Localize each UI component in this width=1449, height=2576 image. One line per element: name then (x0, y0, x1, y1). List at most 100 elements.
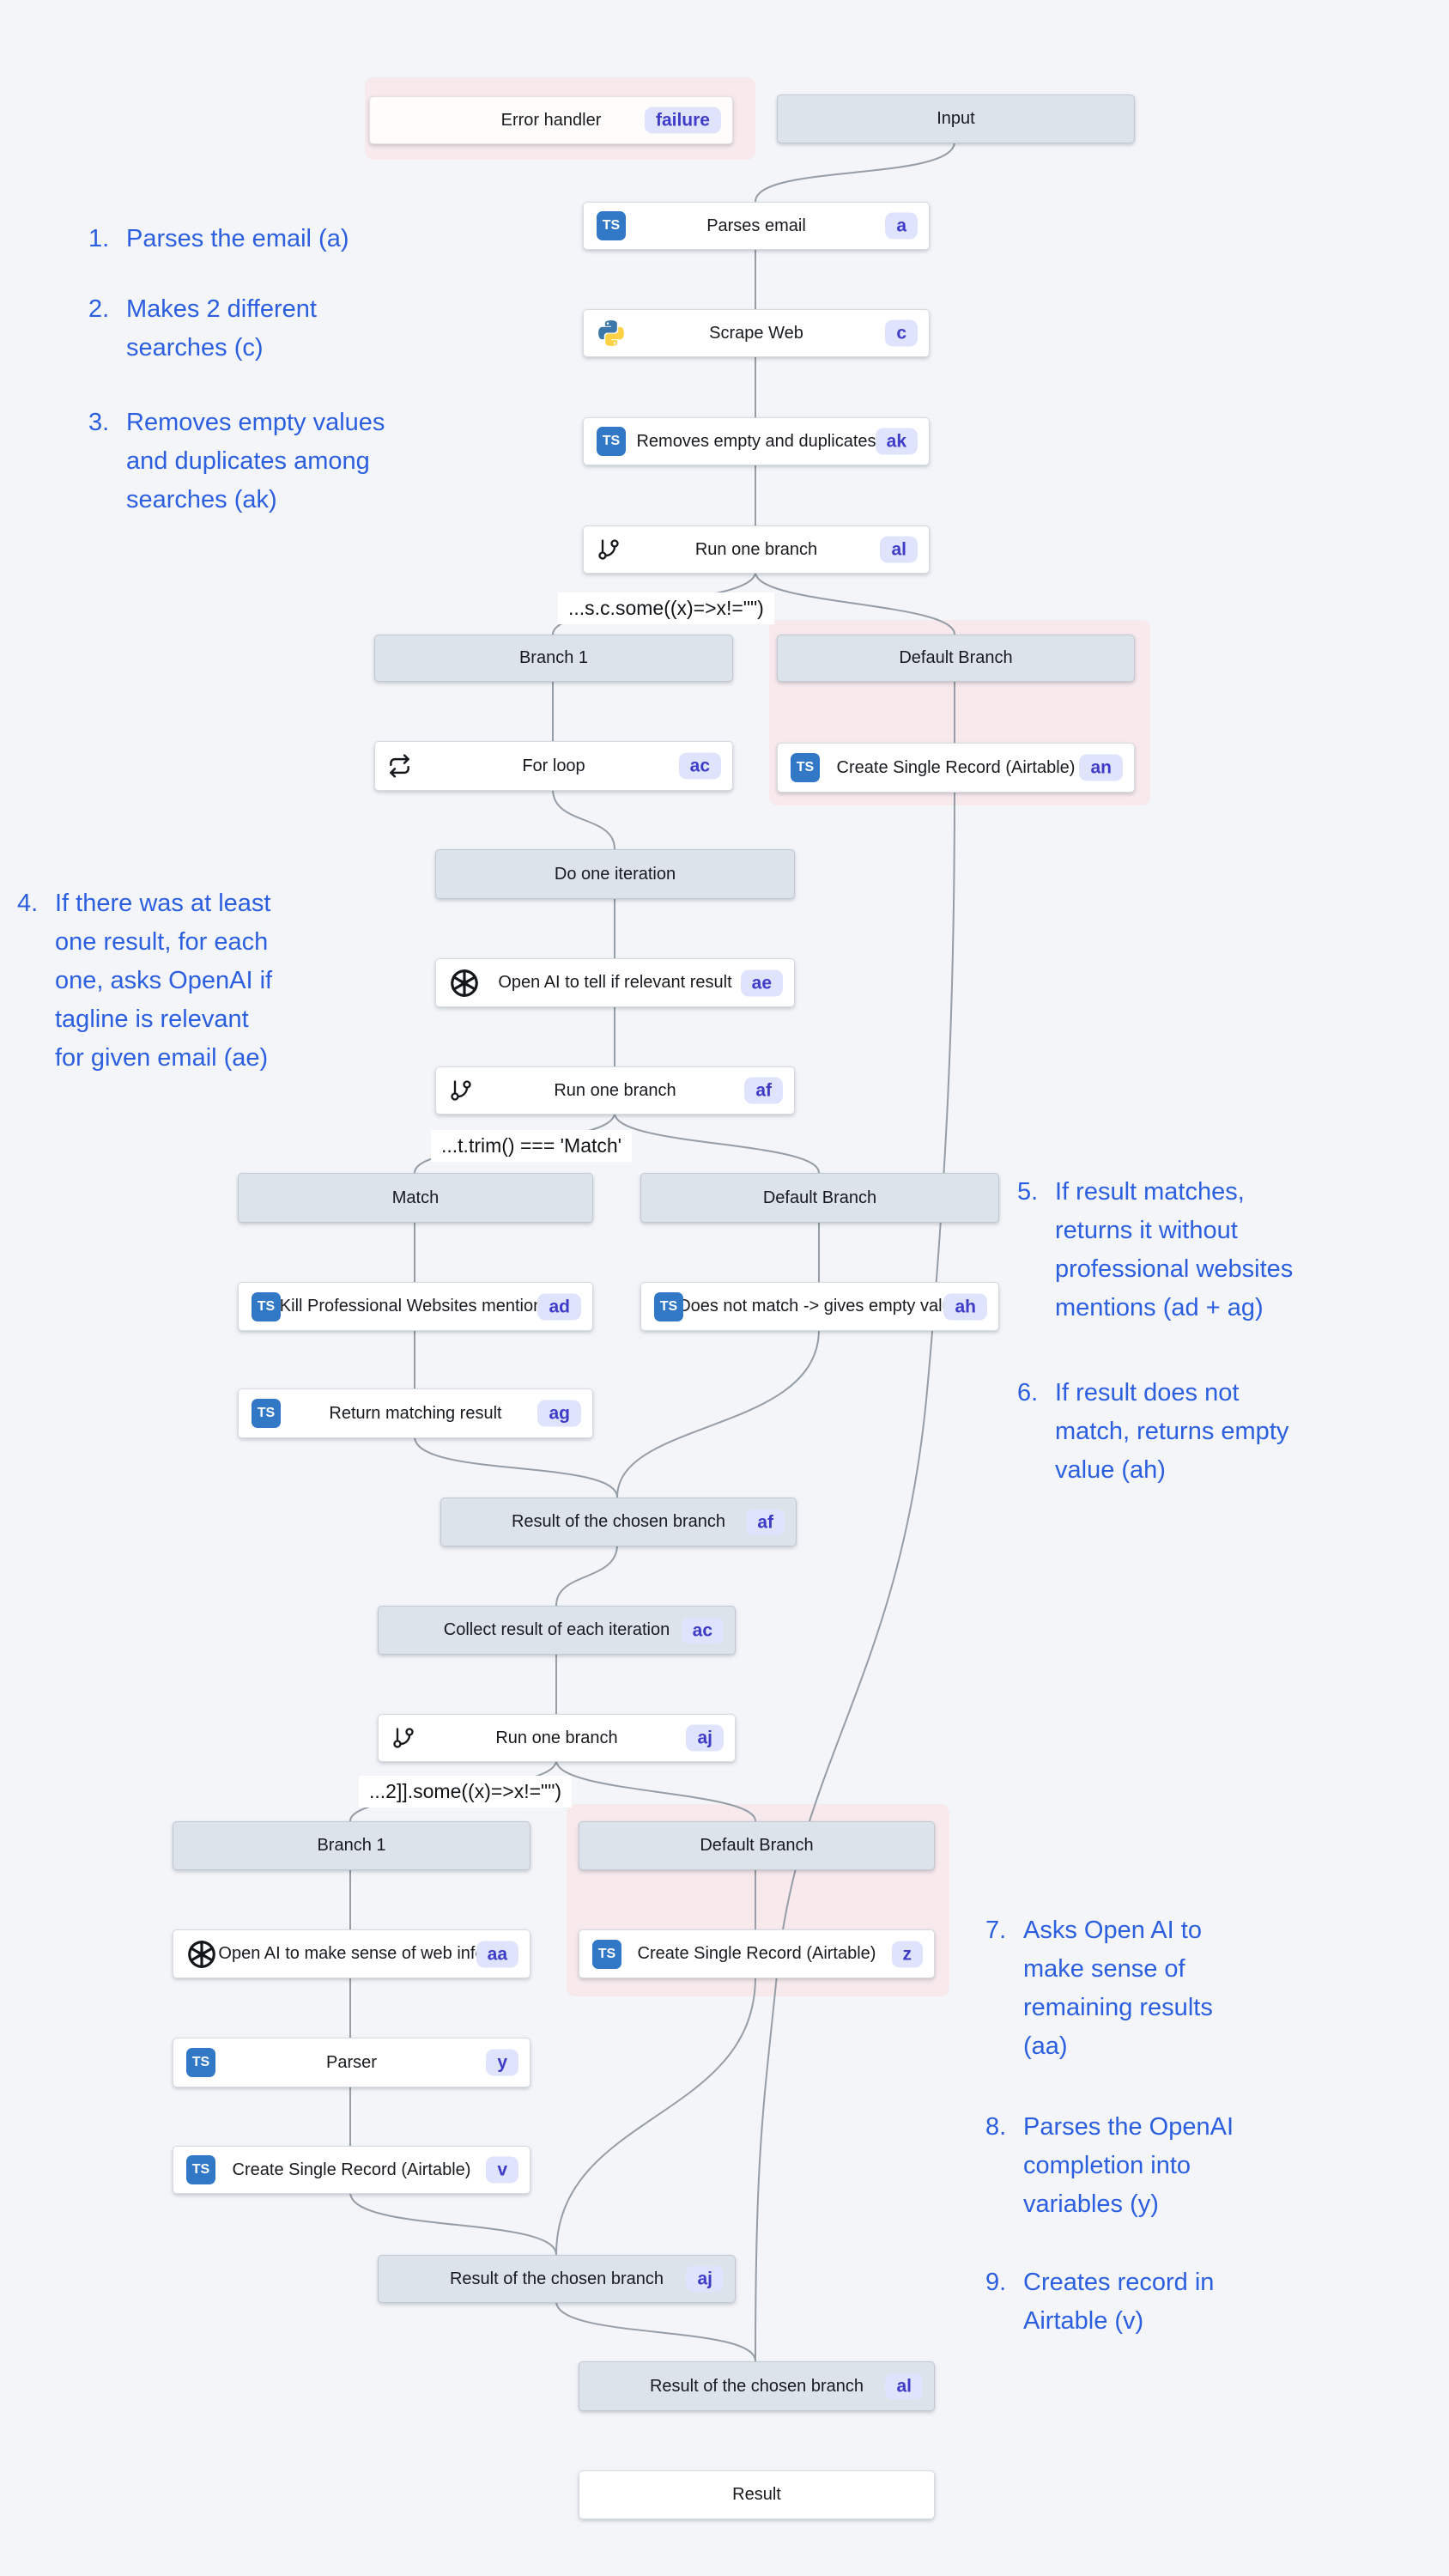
node-label: Scrape Web (709, 323, 803, 343)
node-parses-email[interactable]: TS Parses email a (583, 202, 930, 250)
node-error-handler[interactable]: Error handler failure (369, 96, 733, 144)
branch-condition-label: ...2]].some((x)=>x!="") (359, 1776, 573, 1807)
node-label: Do one iteration (554, 864, 676, 884)
node-label: Open AI to tell if relevant result (498, 973, 732, 992)
node-label: Match (391, 1188, 440, 1207)
node-branch-1b[interactable]: Branch 1 (173, 1821, 530, 1870)
node-label: Result of the chosen branch (649, 2376, 864, 2396)
block-id-badge: z (891, 1941, 923, 1967)
node-create-single-record-v[interactable]: TS Create Single Record (Airtable) v (173, 2146, 530, 2194)
block-id-badge: af (744, 1077, 783, 1104)
node-scrape-web[interactable]: Scrape Web c (583, 309, 930, 357)
block-id-badge: ak (875, 428, 918, 455)
node-label: Run one branch (495, 1728, 618, 1747)
block-id-badge: ac (681, 1617, 724, 1643)
openai-icon (186, 1938, 217, 1970)
annotation-8: 8. Parses the OpenAI completion into var… (985, 2113, 1234, 2218)
node-does-not-match[interactable]: TS Does not match -> gives empty value a… (640, 1282, 999, 1331)
block-id-badge: al (880, 536, 918, 563)
branch-condition-label: ...s.c.some((x)=>x!="") (558, 592, 774, 624)
node-removes-empty-duplicates[interactable]: TS Removes empty and duplicates ak (583, 417, 930, 465)
typescript-icon: TS (791, 753, 820, 782)
node-default-branch-1[interactable]: Default Branch (777, 635, 1135, 682)
annotation-7: 7. Asks Open AI to make sense of remaini… (985, 1917, 1213, 2060)
typescript-icon: TS (597, 211, 626, 240)
node-label: Result of the chosen branch (449, 2269, 664, 2288)
typescript-icon: TS (654, 1291, 683, 1321)
node-return-matching-result[interactable]: TS Return matching result ag (238, 1388, 593, 1438)
node-label: Default Branch (700, 1836, 814, 1855)
node-match-branch[interactable]: Match (238, 1173, 593, 1223)
block-id-badge: a (885, 212, 918, 240)
node-create-single-record-an[interactable]: TS Create Single Record (Airtable) an (777, 743, 1135, 793)
node-input[interactable]: Input (777, 94, 1135, 143)
annotation-3: 3. Removes empty values and duplicates a… (88, 409, 385, 513)
typescript-icon: TS (186, 2048, 215, 2077)
node-default-branch-2[interactable]: Default Branch (640, 1173, 999, 1223)
node-kill-professional-websites[interactable]: TS Kill Professional Websites mentions a… (238, 1282, 593, 1331)
annotation-1: 1. Parses the email (a) (88, 225, 349, 252)
annotation-4: 4. If there was at least one result, for… (17, 890, 273, 1072)
node-label: Collect result of each iteration (443, 1620, 670, 1639)
node-label: Removes empty and duplicates (636, 431, 876, 451)
node-openai-relevant-result[interactable]: Open AI to tell if relevant result ae (435, 958, 795, 1007)
node-label: Create Single Record (Airtable) (637, 1944, 876, 1963)
node-label: Kill Professional Websites mentions (279, 1297, 552, 1315)
node-do-one-iteration[interactable]: Do one iteration (435, 849, 795, 899)
node-collect-result-iteration[interactable]: Collect result of each iteration ac (378, 1606, 736, 1655)
block-id-badge: aa (476, 1941, 518, 1967)
node-result-chosen-branch-al[interactable]: Result of the chosen branch al (579, 2361, 935, 2411)
python-icon (597, 319, 626, 348)
node-label: Run one branch (554, 1080, 676, 1100)
node-label: Create Single Record (Airtable) (232, 2160, 471, 2179)
git-branch-icon (391, 1726, 415, 1750)
node-result-chosen-branch-af[interactable]: Result of the chosen branch af (440, 1498, 797, 1546)
typescript-icon: TS (252, 1291, 281, 1321)
node-label: Open AI to make sense of web info (218, 1944, 485, 1963)
block-id-badge: ac (678, 752, 721, 780)
block-id-badge: aj (686, 2265, 724, 2293)
typescript-icon: TS (252, 1399, 281, 1428)
node-for-loop[interactable]: For loop ac (374, 741, 733, 791)
block-id-badge: af (746, 1509, 785, 1535)
typescript-icon: TS (597, 427, 626, 456)
git-branch-icon (449, 1078, 473, 1103)
openai-icon (449, 967, 480, 999)
node-run-one-branch-aj[interactable]: Run one branch aj (378, 1714, 736, 1762)
typescript-icon: TS (186, 2155, 215, 2184)
branch-condition-label: ...t.trim() === 'Match' (431, 1130, 633, 1162)
annotation-2: 2. Makes 2 different searches (c) (88, 295, 317, 361)
node-label: Branch 1 (518, 648, 589, 667)
annotation-5: 5. If result matches, returns it without… (1017, 1178, 1294, 1321)
block-id-badge: ah (943, 1293, 987, 1320)
block-id-badge: an (1079, 754, 1123, 781)
node-parser[interactable]: TS Parser y (173, 2038, 530, 2087)
node-label: Does not match -> gives empty value (678, 1297, 961, 1315)
node-branch-1[interactable]: Branch 1 (374, 635, 733, 682)
block-id-badge: aj (686, 1724, 724, 1752)
node-label: Default Branch (762, 1188, 877, 1207)
node-default-branch-3[interactable]: Default Branch (579, 1821, 935, 1870)
node-label: Default Branch (899, 648, 1013, 667)
node-label: Error handler (500, 110, 602, 130)
block-id-badge: y (486, 2049, 518, 2076)
node-label: Input (937, 109, 975, 128)
node-label: Result (732, 2485, 781, 2504)
node-create-single-record-z[interactable]: TS Create Single Record (Airtable) z (579, 1929, 935, 1978)
node-openai-make-sense[interactable]: Open AI to make sense of web info aa (173, 1929, 530, 1978)
block-id-badge: c (885, 319, 918, 347)
node-run-one-branch-al[interactable]: Run one branch al (583, 526, 930, 574)
node-label: Return matching result (329, 1403, 502, 1423)
node-label: Branch 1 (317, 1836, 386, 1855)
node-label: Create Single Record (Airtable) (836, 757, 1076, 777)
git-branch-icon (597, 538, 621, 562)
failure-badge: failure (644, 106, 721, 134)
node-result-chosen-branch-aj[interactable]: Result of the chosen branch aj (378, 2255, 736, 2303)
typescript-icon: TS (592, 1939, 621, 1969)
node-label: For loop (522, 756, 585, 775)
node-run-one-branch-af[interactable]: Run one branch af (435, 1066, 795, 1115)
loop-repeat-icon (388, 754, 411, 778)
node-label: Run one branch (694, 539, 818, 559)
node-result[interactable]: Result (579, 2470, 935, 2519)
